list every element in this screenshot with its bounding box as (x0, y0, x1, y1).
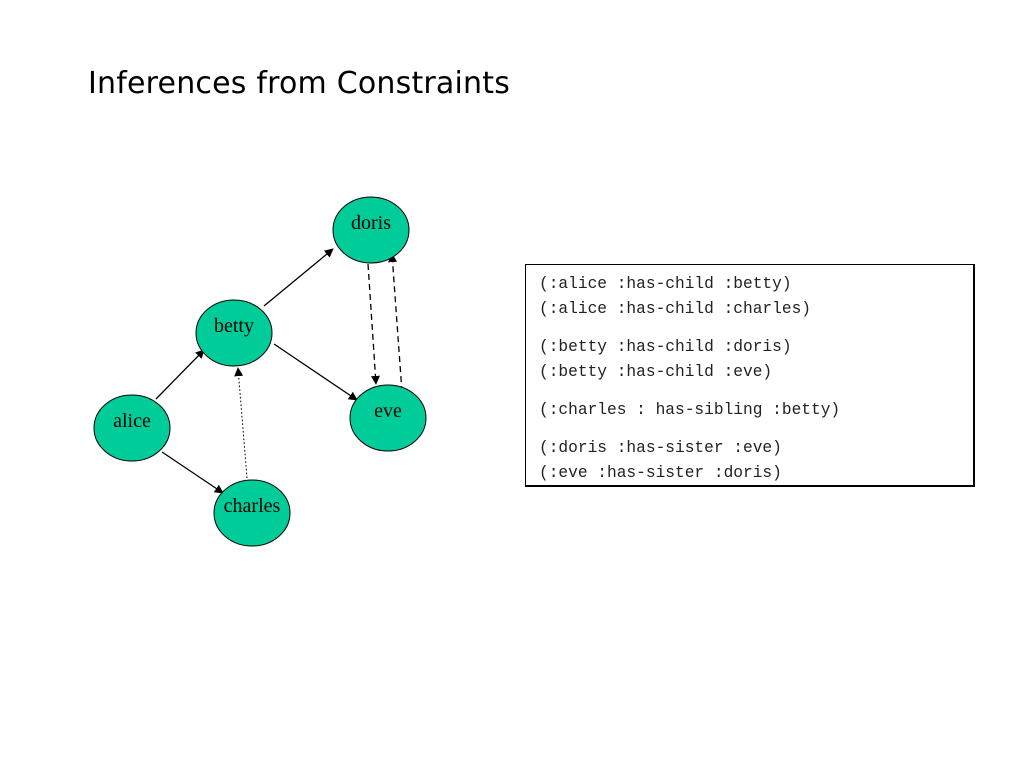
edge-betty-to-eve (273, 343, 358, 401)
fact-group: (:charles : has-sibling :betty) (539, 398, 973, 423)
node-eve-label: eve (374, 400, 402, 422)
node-charles-label: charles (224, 495, 281, 517)
fact-line: (:betty :has-child :doris) (539, 338, 792, 356)
edge-alice-to-betty (155, 349, 205, 400)
edge-betty-to-doris (263, 248, 334, 307)
fact-line: (:doris :has-sister :eve) (539, 439, 782, 457)
edge-charles-to-betty (234, 367, 248, 479)
facts-box: (:alice :has-child :betty) (:alice :has-c… (525, 264, 975, 487)
node-betty: betty (195, 299, 273, 367)
node-betty-ellipse (195, 299, 273, 367)
node-charles-ellipse (213, 479, 291, 547)
edge-doris-to-eve (367, 263, 380, 385)
fact-group: (:alice :has-child :betty) (:alice :has-c… (539, 272, 973, 322)
node-betty-label: betty (214, 315, 254, 337)
node-alice-ellipse (93, 394, 171, 462)
page-title: Inferences from Constraints (88, 66, 511, 101)
node-alice-label: alice (113, 410, 151, 432)
edge-alice-to-charles (161, 451, 224, 494)
fact-group: (:doris :has-sister :eve) (:eve :has-sist… (539, 436, 973, 486)
fact-line: (:alice :has-child :charles) (539, 300, 811, 318)
fact-group: (:betty :has-child :doris) (:betty :has-c… (539, 335, 973, 385)
fact-line: (:eve :has-sister :doris) (539, 464, 782, 482)
node-alice: alice (93, 394, 171, 462)
node-doris-ellipse (332, 196, 410, 264)
fact-line: (:charles : has-sibling :betty) (539, 401, 841, 419)
node-doris-label: doris (351, 212, 391, 234)
node-doris: doris (332, 196, 410, 264)
fact-line: (:alice :has-child :betty) (539, 275, 792, 293)
node-charles: charles (213, 479, 291, 547)
fact-line: (:betty :has-child :eve) (539, 363, 773, 381)
family-graph: alice betty charles doris eve (93, 196, 427, 547)
node-eve: eve (349, 384, 427, 452)
node-eve-ellipse (349, 384, 427, 452)
edge-eve-to-doris (388, 253, 403, 393)
